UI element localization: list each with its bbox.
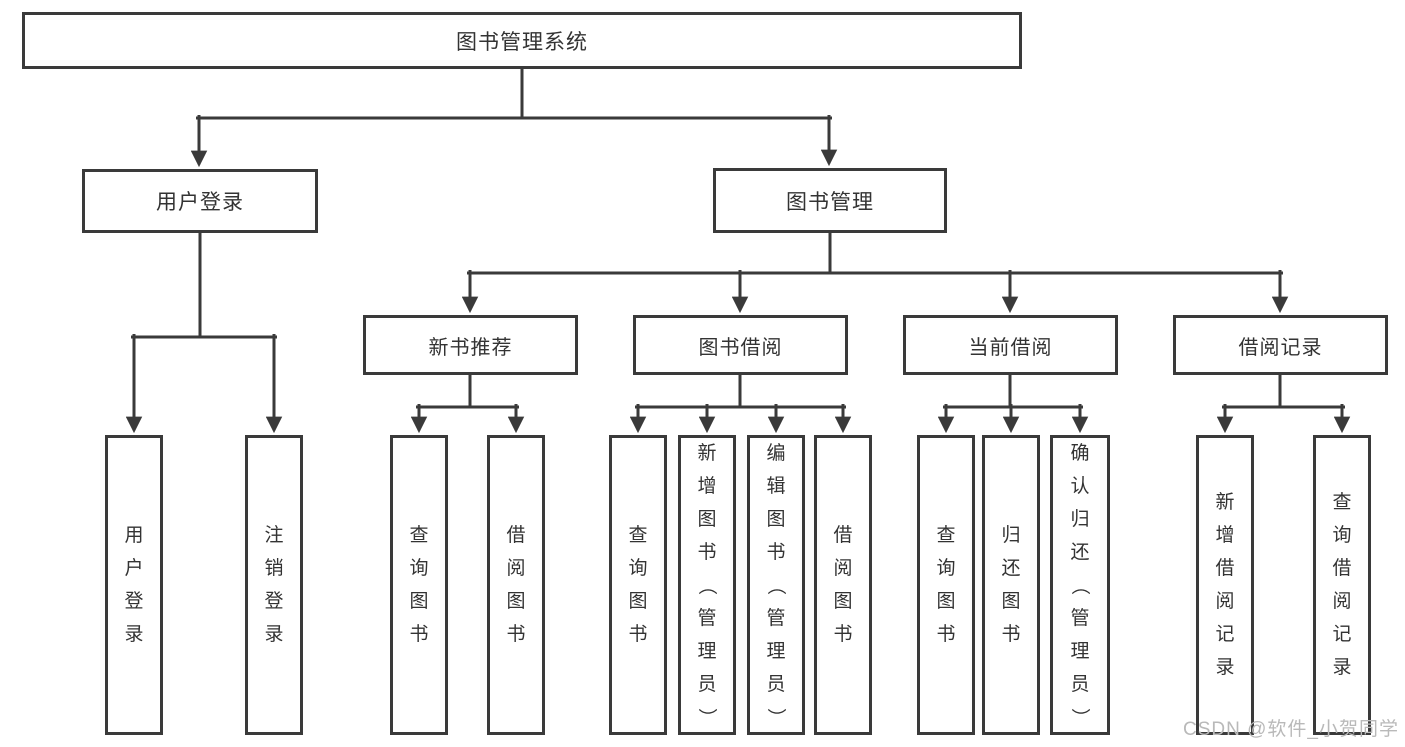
node-current-borrowing: 当前借阅: [903, 315, 1118, 375]
connector-user-login-children: [125, 231, 283, 434]
connector-book-borrowing-children: [629, 373, 852, 434]
node-leaf-edit-books-admin: 编辑图书（管理员）: [747, 435, 805, 735]
node-book-borrowing: 图书借阅: [633, 315, 848, 375]
node-new-book-recommend: 新书推荐: [363, 315, 578, 375]
node-leaf-confirm-return-admin: 确认归还（管理员）: [1050, 435, 1110, 735]
node-leaf-query-books: 查询图书: [390, 435, 448, 735]
node-leaf-logout: 注销登录: [245, 435, 303, 735]
node-label: 新书推荐: [428, 336, 513, 359]
node-leaf-query-borrow-record: 查询借阅记录: [1313, 435, 1371, 735]
node-leaf-add-books-admin: 新增图书（管理员）: [678, 435, 736, 735]
node-leaf-add-borrow-record: 新增借阅记录: [1196, 435, 1254, 735]
connector-root-to-level2: [190, 67, 838, 168]
node-borrowing-records: 借阅记录: [1173, 315, 1388, 375]
node-label: 当前借阅: [968, 336, 1053, 359]
node-label: 图书管理系统: [456, 30, 588, 54]
node-label: 用户登录: [156, 191, 244, 214]
node-leaf-borrow-books: 借阅图书: [487, 435, 545, 735]
connector-current-borrowing-children: [937, 373, 1089, 434]
node-leaf-user-login: 用户登录: [105, 435, 163, 735]
connector-borrowing-records-children: [1216, 373, 1351, 434]
node-book-management: 图书管理: [713, 168, 947, 233]
node-label: 图书管理: [786, 190, 874, 214]
node-leaf-return-books: 归还图书: [982, 435, 1040, 735]
node-leaf-query-books-2: 查询图书: [609, 435, 667, 735]
connector-new-book-recommend-children: [410, 373, 525, 434]
csdn-watermark: CSDN @软件_小贺同学: [1183, 719, 1399, 740]
node-library-management-system: 图书管理系统: [22, 12, 1022, 69]
node-user-login: 用户登录: [82, 169, 318, 233]
connector-book-management-children: [461, 231, 1289, 314]
node-label: 借阅记录: [1238, 336, 1323, 359]
node-leaf-query-books-3: 查询图书: [917, 435, 975, 735]
node-label: 图书借阅: [698, 336, 783, 359]
node-leaf-borrow-books-2: 借阅图书: [814, 435, 872, 735]
